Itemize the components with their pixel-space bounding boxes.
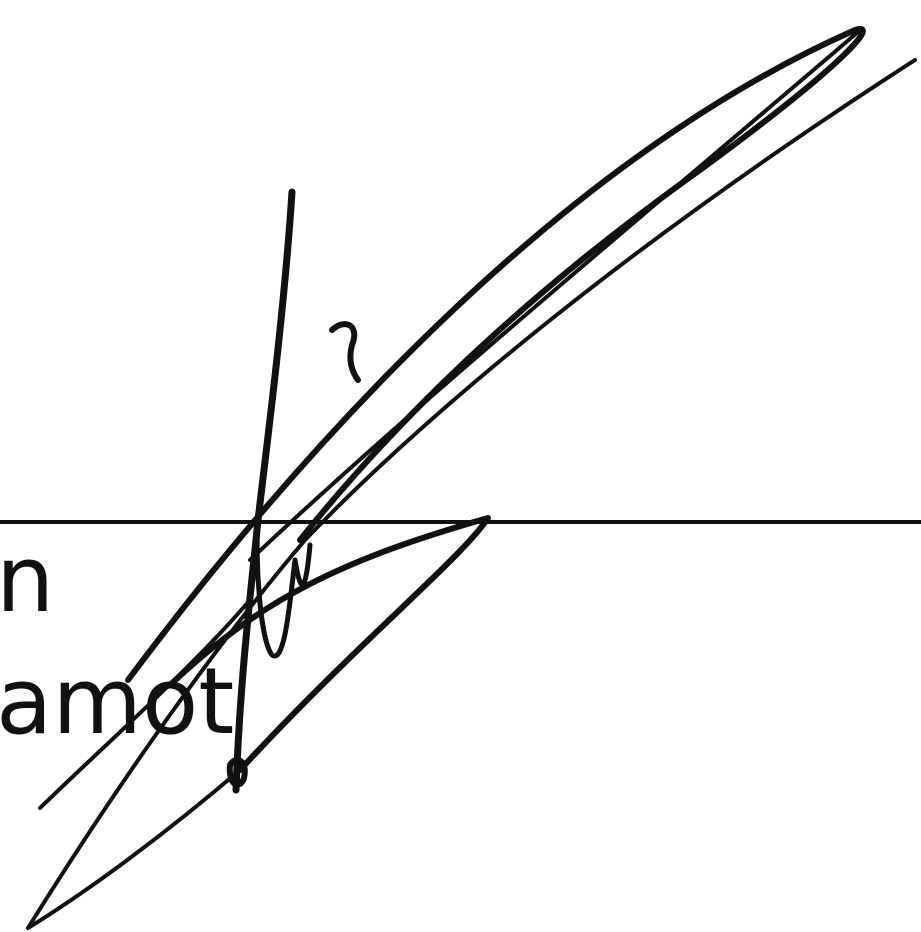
signature-stroke-lower-sweep	[26, 58, 917, 930]
signatory-label-line-1: n	[0, 526, 55, 633]
signature-stroke-upper-loop	[125, 26, 866, 683]
signature-stroke-curl	[254, 517, 313, 659]
signature-stroke-descender	[38, 598, 252, 810]
signature-ink-blot	[226, 756, 248, 788]
signature-stroke-base	[26, 768, 242, 930]
signature-stroke-hook	[329, 321, 361, 383]
signature-line	[0, 520, 921, 524]
signature-stroke-inner	[248, 30, 860, 562]
signature-stroke-arrow	[167, 515, 491, 773]
